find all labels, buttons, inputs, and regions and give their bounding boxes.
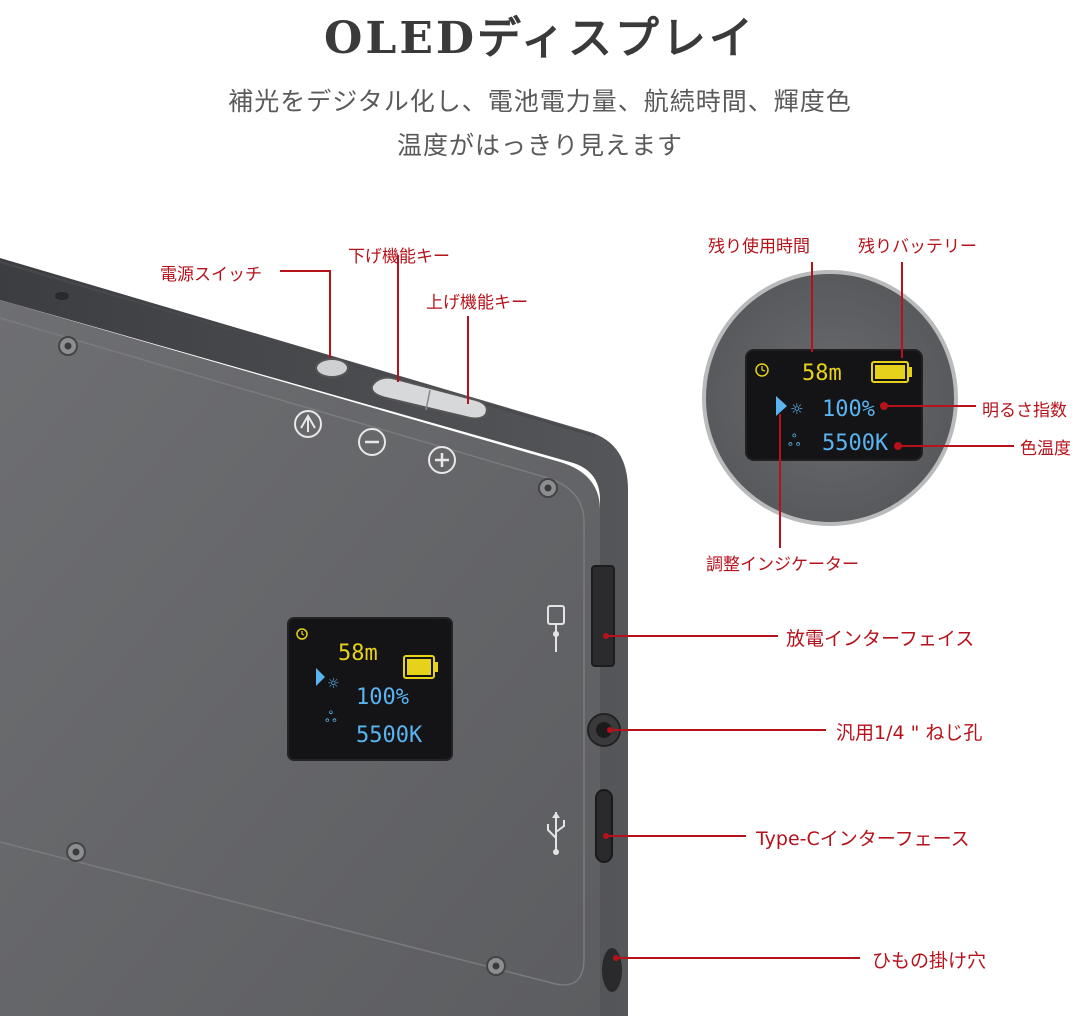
strap-hole — [602, 948, 622, 992]
zoom-color-temp-value: 5500K — [822, 431, 889, 456]
color-temp-value: 5500K — [356, 723, 423, 748]
leader-power-switch — [280, 270, 331, 358]
label-remaining-time: 残り使用時間 — [708, 237, 810, 257]
label-down-key: 下げ機能キー — [348, 247, 450, 267]
leader-dots — [603, 402, 902, 961]
brightness-icon: ☼ — [790, 400, 803, 418]
brightness-icon: ☼ — [327, 676, 340, 692]
subtitle-line-2: 温度がはっきり見えます — [396, 131, 683, 160]
minus-icon — [358, 428, 386, 456]
label-typec-port: Type-Cインターフェース — [756, 828, 970, 850]
indicator-arrow-icon — [316, 668, 325, 686]
leader-lines — [280, 255, 1014, 959]
subtitle-line-1: 補光をデジタル化し、電池電力量、航続時間、輝度色 — [228, 87, 852, 116]
power-button[interactable] — [315, 358, 349, 378]
screw-hole — [587, 713, 621, 747]
plus-icon — [428, 446, 456, 474]
page-title: OLEDディスプレイ — [324, 13, 756, 64]
label-screw-hole: 汎用1/4 " ねじ孔 — [836, 722, 983, 744]
rocker-key[interactable] — [370, 376, 488, 420]
discharge-port — [591, 565, 615, 667]
zoom-brightness-value: 100% — [822, 397, 875, 422]
typec-port — [595, 789, 613, 863]
indicator-arrow-icon — [776, 396, 787, 416]
label-discharge-port: 放電インターフェイス — [786, 628, 975, 650]
label-power-switch: 電源スイッチ — [160, 265, 262, 285]
color-temp-icon: ஃ — [788, 431, 801, 450]
screw — [66, 842, 86, 862]
battery-fill — [407, 659, 431, 675]
battery-fill — [875, 365, 905, 379]
timer-icon — [755, 363, 769, 377]
battery-icon — [871, 361, 912, 383]
label-up-key: 上げ機能キー — [426, 293, 528, 313]
screw — [58, 336, 78, 356]
usb-a-icon — [547, 605, 565, 652]
label-adjust-indicator: 調整インジケーター — [706, 555, 859, 575]
zoom-detail-circle: 58m ☼ 100% ஃ 5500K — [702, 270, 958, 526]
label-strap-hole: ひもの掛け穴 — [872, 950, 987, 972]
color-temp-icon: ஃ — [325, 708, 337, 726]
usb-icon — [547, 812, 565, 855]
zoom-remaining-time-value: 58m — [802, 361, 842, 386]
battery-icon — [403, 655, 438, 679]
screw — [538, 478, 558, 498]
brightness-value: 100% — [356, 685, 409, 710]
label-color-temperature: 色温度 — [1020, 439, 1071, 459]
timer-icon — [296, 628, 308, 640]
oled-display: 58m ☼ 100% ஃ 5500K — [287, 617, 453, 761]
label-brightness-index: 明るさ指数 — [982, 401, 1067, 421]
screw — [486, 956, 506, 976]
remaining-time-value: 58m — [338, 641, 378, 666]
label-remaining-battery: 残りバッテリー — [858, 237, 977, 257]
power-symbol-icon — [294, 410, 322, 438]
